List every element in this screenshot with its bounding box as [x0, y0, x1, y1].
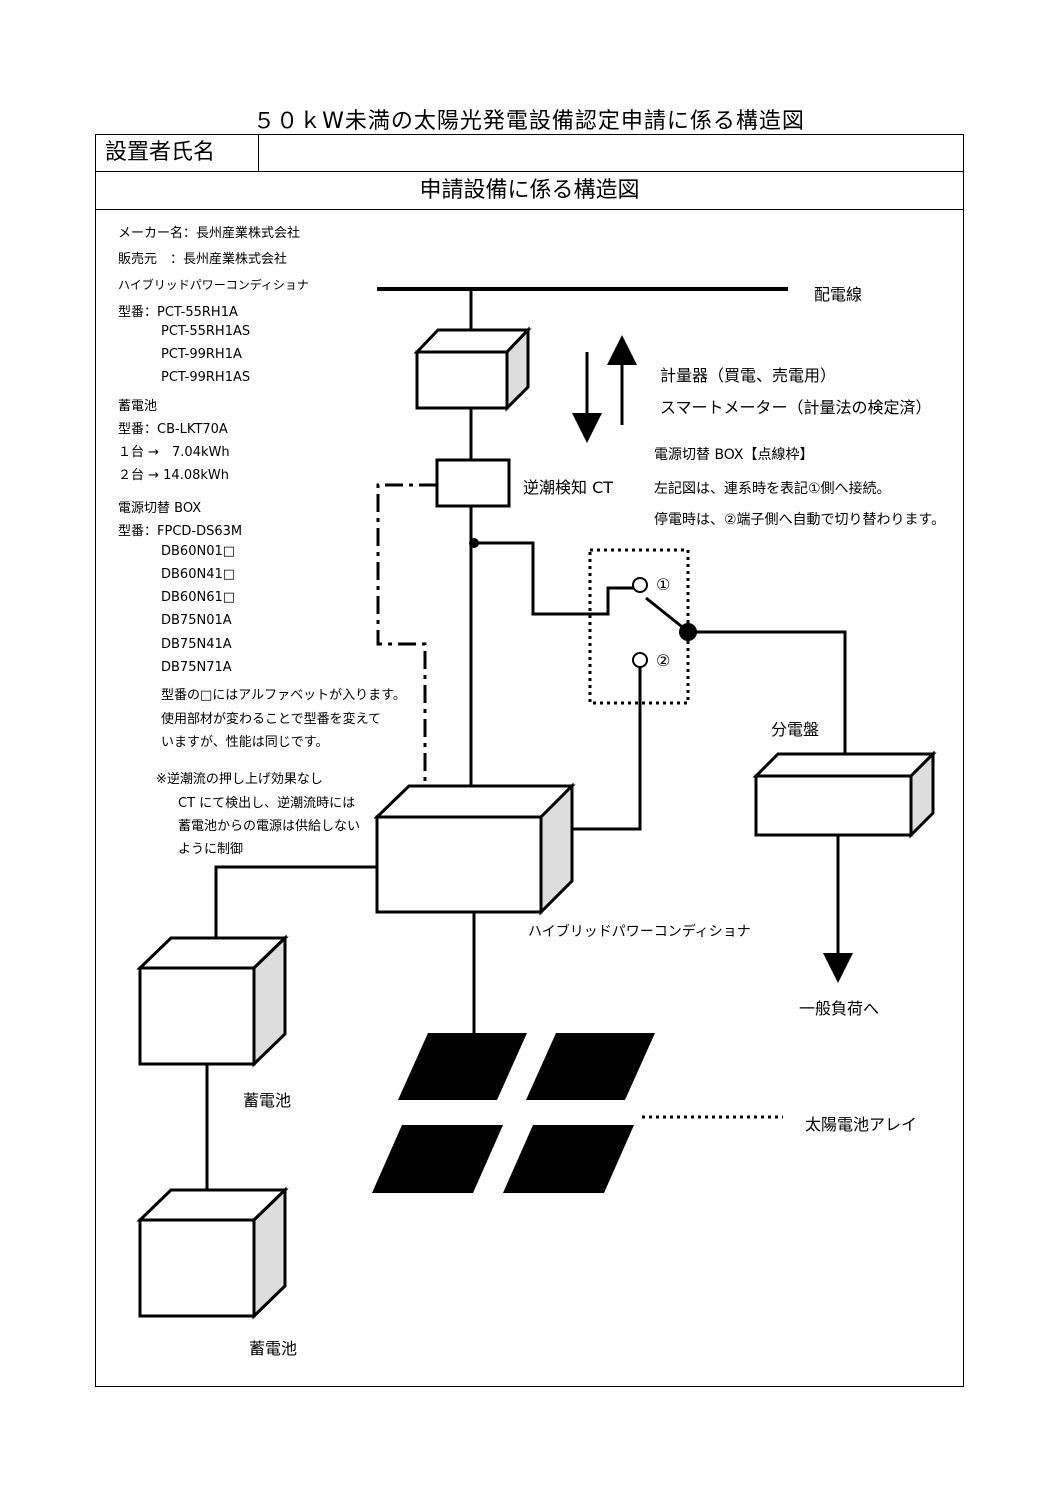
load-label: 一般負荷へ	[799, 999, 880, 1018]
spec-pcs-model: 型番：PCT-55RH1A	[118, 305, 238, 320]
terminal-2	[632, 652, 648, 668]
meter-box	[413, 326, 532, 412]
line-pcs-to-battery	[214, 865, 377, 938]
line-to-switch	[474, 541, 634, 616]
spec-box-model: DB60N41□	[161, 567, 236, 582]
battery-bottom-box	[136, 1186, 289, 1320]
switch-box	[588, 548, 690, 705]
battery-bottom-label: 蓄電池	[249, 1339, 298, 1358]
spec-pcs-model: PCT-99RH1AS	[161, 370, 251, 385]
spec-battery-heading: 蓄電池	[118, 399, 158, 414]
spec-battery-capacity: ２台 → 14.08kWh	[118, 468, 229, 483]
reverse-note: ように制御	[178, 842, 244, 857]
solar-panel	[526, 1033, 655, 1100]
line-to-panel	[688, 630, 847, 754]
battery-top-box	[136, 934, 289, 1068]
spec-box-model: DB60N61□	[161, 590, 236, 605]
document-title: ５０ｋW未満の太陽光発電設備認定申請に係る構造図	[253, 109, 805, 134]
panel-label: 分電盤	[771, 720, 820, 739]
spec-box-note: 型番の□にはアルファベットが入ります。	[161, 688, 406, 703]
spec-pcs-model: PCT-55RH1AS	[161, 324, 251, 339]
pcs-box	[373, 782, 576, 916]
spec-box-model: DB60N01□	[161, 544, 236, 559]
solar-panel	[503, 1125, 634, 1193]
reverse-note: 蓄電池からの電源は供給しない	[178, 819, 361, 834]
panel-box	[752, 750, 937, 839]
terminal-1	[632, 577, 648, 593]
solar-label: 太陽電池アレイ	[805, 1115, 918, 1134]
box-title-label: 電源切替 BOX【点線枠】	[654, 447, 814, 463]
installer-label: 設置者氏名	[95, 134, 259, 172]
form-frame	[95, 134, 964, 1387]
solar-panel	[372, 1125, 503, 1193]
terminal-1-label: ①	[656, 575, 671, 594]
ct-label: 逆潮検知 CT	[523, 478, 614, 497]
spec-box-model: DB75N01A	[161, 613, 232, 628]
spec-box-heading: 電源切替 BOX	[118, 501, 202, 516]
meter-label-1: 計量器（買電、売電用）	[660, 366, 837, 385]
reverse-note: ※逆潮流の押し上げ効果なし	[156, 772, 323, 787]
spec-seller: 販売元 ：長州産業株式会社	[118, 252, 288, 267]
ct-signal-line	[376, 483, 437, 786]
reverse-note: CT にて検出し、逆潮流時には	[178, 796, 356, 811]
terminal-2-label: ②	[656, 651, 671, 670]
battery-top-label: 蓄電池	[243, 1091, 292, 1110]
section-title: 申請設備に係る構造図	[95, 172, 964, 210]
switch-blade	[645, 596, 687, 632]
spec-box-note: いますが、性能は同じです。	[161, 735, 329, 750]
line-terminal2-to-pcs	[572, 667, 642, 831]
spec-box-note: 使用部材が変わることで型番を変えて	[161, 712, 381, 727]
spec-pcs-model: PCT-99RH1A	[161, 347, 242, 362]
pcs-label: ハイブリッドパワーコンディショナ	[528, 924, 751, 940]
installer-row	[95, 134, 964, 172]
spec-battery-model: 型番：CB-LKT70A	[118, 422, 228, 437]
meter-label-2: スマートメーター（計量法の検定済）	[660, 398, 932, 417]
ct-box	[435, 458, 511, 508]
box-desc-1: 左記図は、連系時を表記①側へ接続。	[654, 481, 891, 497]
box-desc-2: 停電時は、②端子側へ自動で切り替わります。	[654, 512, 946, 528]
solar-panel	[398, 1033, 527, 1100]
distribution-line-label: 配電線	[814, 285, 863, 304]
spec-pcs-heading: ハイブリッドパワーコンディショナ	[118, 278, 309, 292]
spec-box-model: 型番：FPCD-DS63M	[118, 524, 243, 539]
spec-maker: メーカー名：長州産業株式会社	[118, 226, 301, 241]
spec-box-model: DB75N41A	[161, 637, 232, 652]
spec-box-model: DB75N71A	[161, 660, 232, 675]
spec-battery-capacity: １台 → 7.04kWh	[118, 445, 230, 460]
